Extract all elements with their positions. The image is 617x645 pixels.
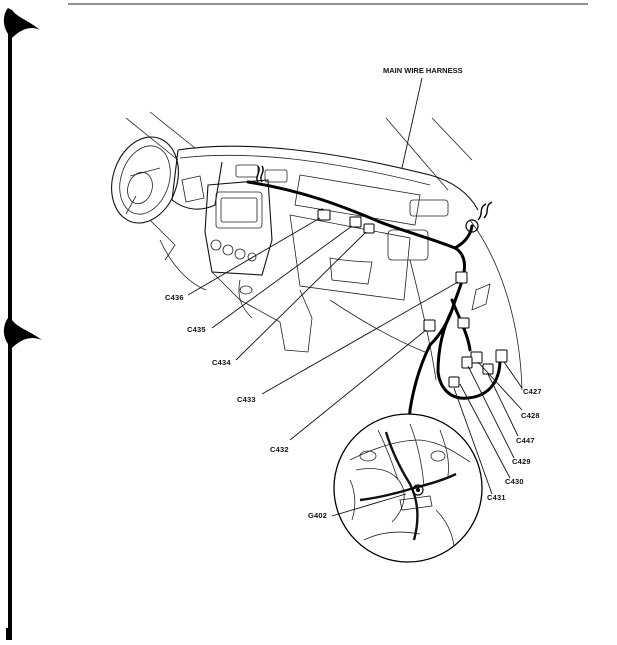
connector-c428 bbox=[470, 351, 483, 364]
label-c428: C428 bbox=[521, 411, 540, 420]
connector-c436 bbox=[317, 209, 331, 221]
label-c435: C435 bbox=[187, 325, 206, 334]
label-g402: G402 bbox=[308, 511, 327, 520]
title-leader bbox=[401, 77, 423, 169]
label-c433: C433 bbox=[237, 395, 256, 404]
leader-lines bbox=[187, 217, 523, 517]
connector-c435 bbox=[349, 216, 362, 228]
label-c447: C447 bbox=[516, 436, 535, 445]
diagram-title: MAIN WIRE HARNESS bbox=[383, 66, 463, 75]
connector-c430 bbox=[448, 376, 460, 388]
label-c430: C430 bbox=[505, 477, 524, 486]
label-c432: C432 bbox=[270, 445, 289, 454]
label-c434: C434 bbox=[212, 358, 231, 367]
connector-c434 bbox=[363, 223, 375, 234]
label-c431: C431 bbox=[487, 493, 506, 502]
connector-c432 bbox=[423, 319, 436, 332]
label-c429: C429 bbox=[512, 457, 531, 466]
ground-detail-inset bbox=[333, 413, 483, 563]
connector-c427 bbox=[495, 349, 508, 363]
connector-c429 bbox=[461, 356, 473, 369]
binder-edge bbox=[3, 8, 42, 640]
label-c436: C436 bbox=[165, 293, 184, 302]
label-c427: C427 bbox=[523, 387, 542, 396]
connector-labels: C436 C435 C434 C433 C432 C427 C428 C447 … bbox=[165, 293, 542, 520]
main-harness bbox=[246, 165, 502, 442]
connector-c433 bbox=[455, 271, 470, 329]
